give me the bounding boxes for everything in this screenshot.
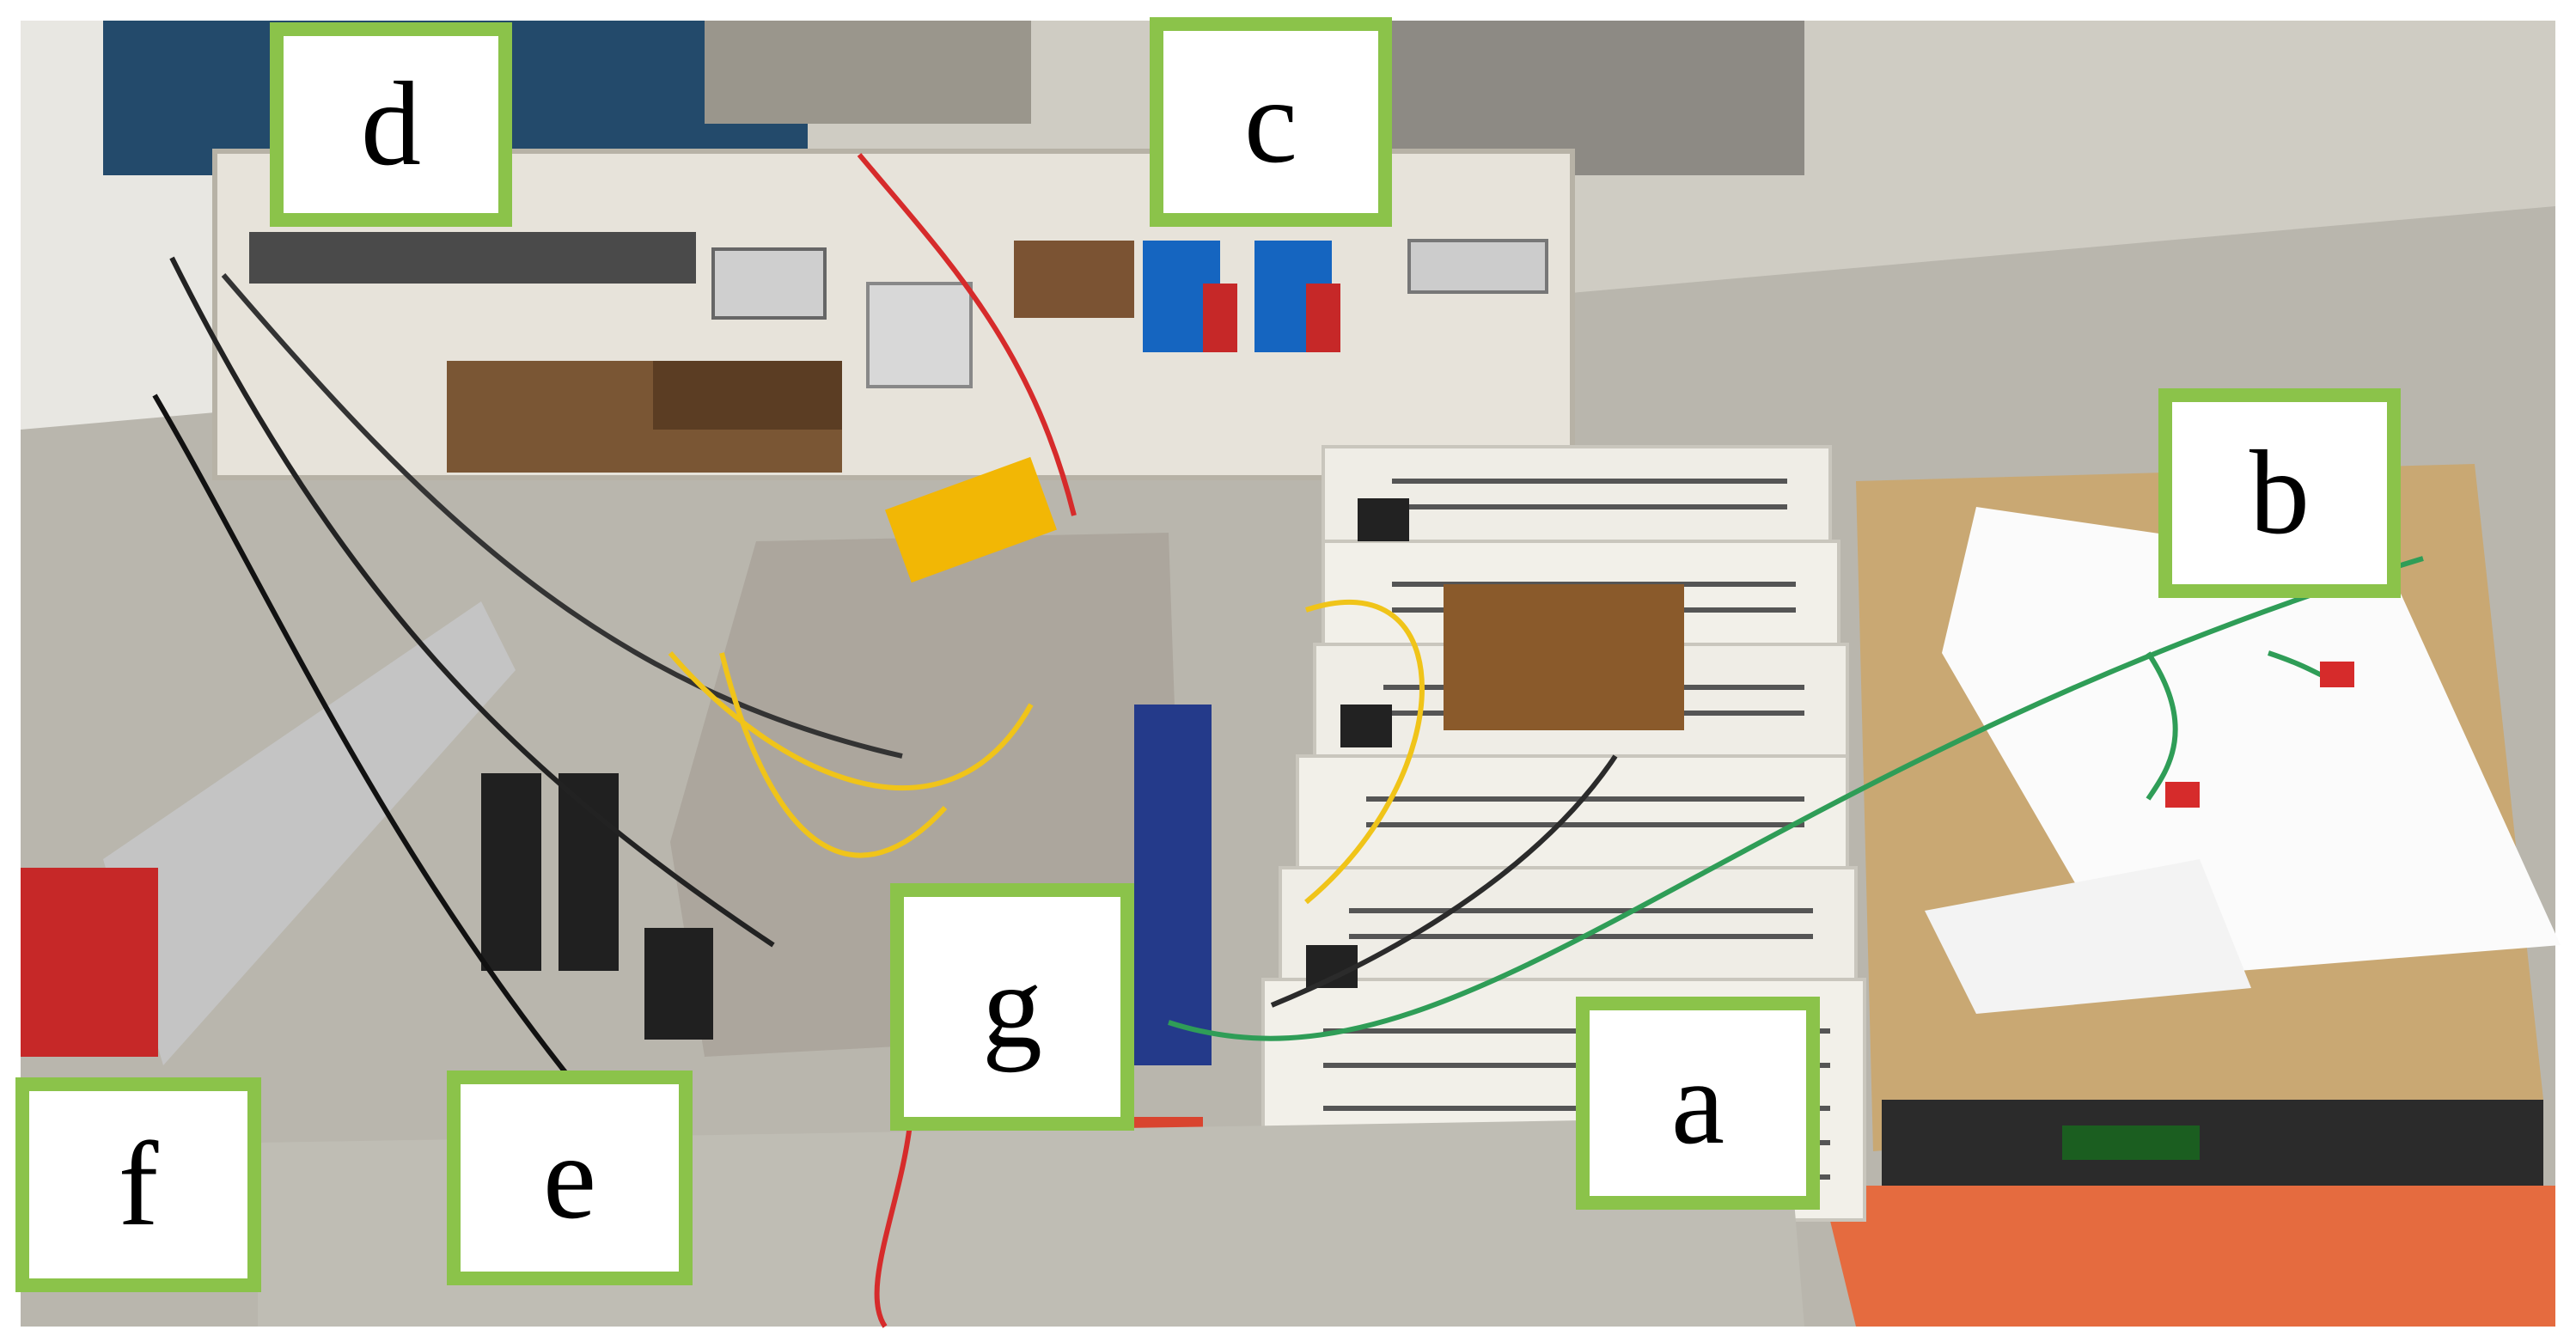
probe: [481, 773, 541, 971]
label-b: b: [2158, 388, 2401, 598]
label-d: d: [270, 22, 512, 227]
label-a: a: [1576, 997, 1820, 1210]
label-g: g: [890, 883, 1134, 1131]
label-e: e: [447, 1071, 693, 1285]
label-c: c: [1150, 17, 1392, 227]
rail: [103, 601, 516, 1065]
cart: [1822, 1186, 2555, 1327]
paper: [1942, 507, 2561, 979]
label-f: f: [15, 1077, 261, 1292]
toolbox: [21, 868, 158, 1057]
